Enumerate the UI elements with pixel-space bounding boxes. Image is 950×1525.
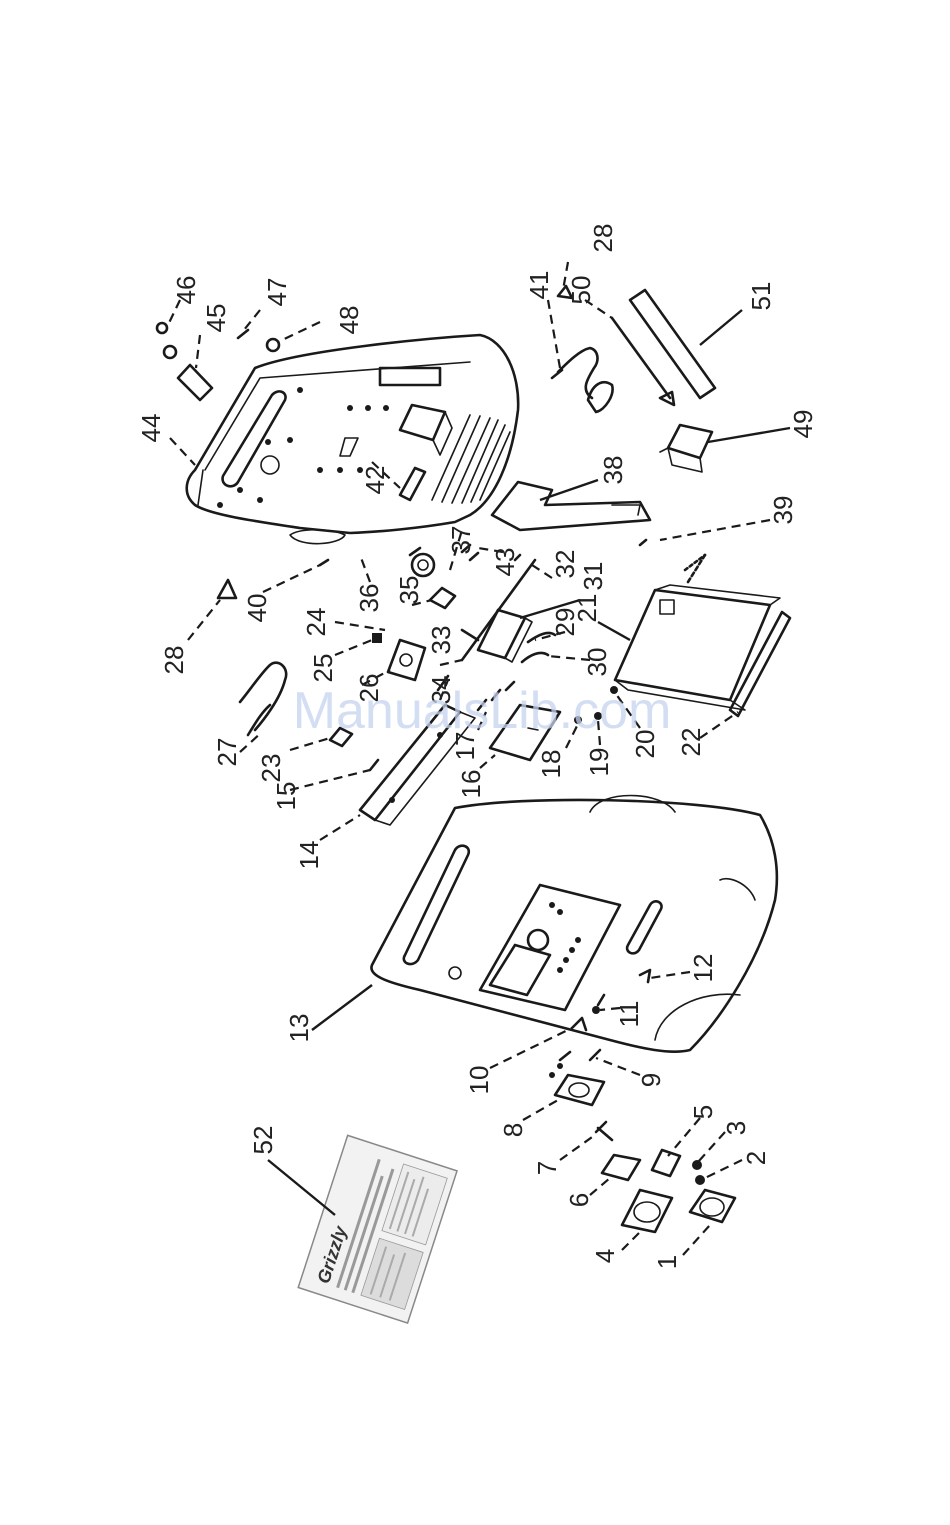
callout-5: 5	[688, 1105, 718, 1119]
callout-49: 49	[788, 410, 818, 439]
callout-41: 41	[524, 271, 554, 300]
callout-43: 43	[490, 548, 520, 577]
internal-parts-group	[218, 468, 790, 825]
callout-22: 22	[676, 728, 706, 757]
callout-42: 42	[360, 466, 390, 495]
callout-numbers: 1 2 3 4 5 6 7 8 9 10 11 12 13 14 15 16 1…	[136, 224, 818, 1270]
callout-51: 51	[746, 282, 776, 311]
callout-32: 32	[550, 550, 580, 579]
callout-45: 45	[201, 304, 231, 333]
callout-23: 23	[256, 754, 286, 783]
callout-37: 37	[446, 526, 476, 555]
callout-52: 52	[248, 1126, 278, 1155]
callout-11: 11	[614, 1001, 644, 1028]
callout-9: 9	[636, 1073, 666, 1087]
callout-14: 14	[294, 841, 324, 870]
callout-1: 1	[652, 1255, 682, 1269]
rear-housing-44	[187, 335, 518, 544]
callout-28: 28	[159, 646, 189, 675]
callout-39: 39	[768, 496, 798, 525]
watermark-text: ManualsLib.com	[293, 682, 672, 740]
callout-4: 4	[590, 1249, 620, 1263]
callout-35: 35	[394, 576, 424, 605]
callout-12: 12	[688, 954, 718, 983]
callout-16: 16	[456, 770, 486, 799]
callout-2: 2	[741, 1151, 771, 1165]
callout-8: 8	[498, 1123, 528, 1137]
callout-48: 48	[334, 306, 364, 335]
warning-label-52: Grizzly	[298, 1135, 457, 1323]
callout-19: 19	[584, 748, 614, 777]
callout-50: 50	[566, 276, 596, 305]
callout-24: 24	[301, 608, 331, 637]
callout-33: 33	[426, 626, 456, 655]
callout-29: 29	[550, 608, 580, 637]
callout-7: 7	[532, 1161, 562, 1175]
callout-46: 46	[171, 276, 201, 305]
callout-30: 30	[582, 648, 612, 677]
callout-38: 38	[598, 456, 628, 485]
callout-27: 27	[212, 738, 242, 767]
callout-36: 36	[354, 584, 384, 613]
callout-28-right: 28	[588, 224, 618, 253]
callout-47: 47	[262, 278, 292, 307]
callout-13: 13	[284, 1014, 314, 1043]
callout-6: 6	[564, 1193, 594, 1207]
callout-15: 15	[271, 782, 301, 811]
callout-31: 31	[578, 562, 608, 591]
callout-25: 25	[308, 654, 338, 683]
callout-40: 40	[242, 594, 272, 623]
front-housing-13	[371, 796, 776, 1052]
callout-10: 10	[464, 1066, 494, 1095]
callout-18: 18	[536, 750, 566, 779]
callout-44: 44	[136, 414, 166, 443]
callout-3: 3	[721, 1121, 751, 1135]
